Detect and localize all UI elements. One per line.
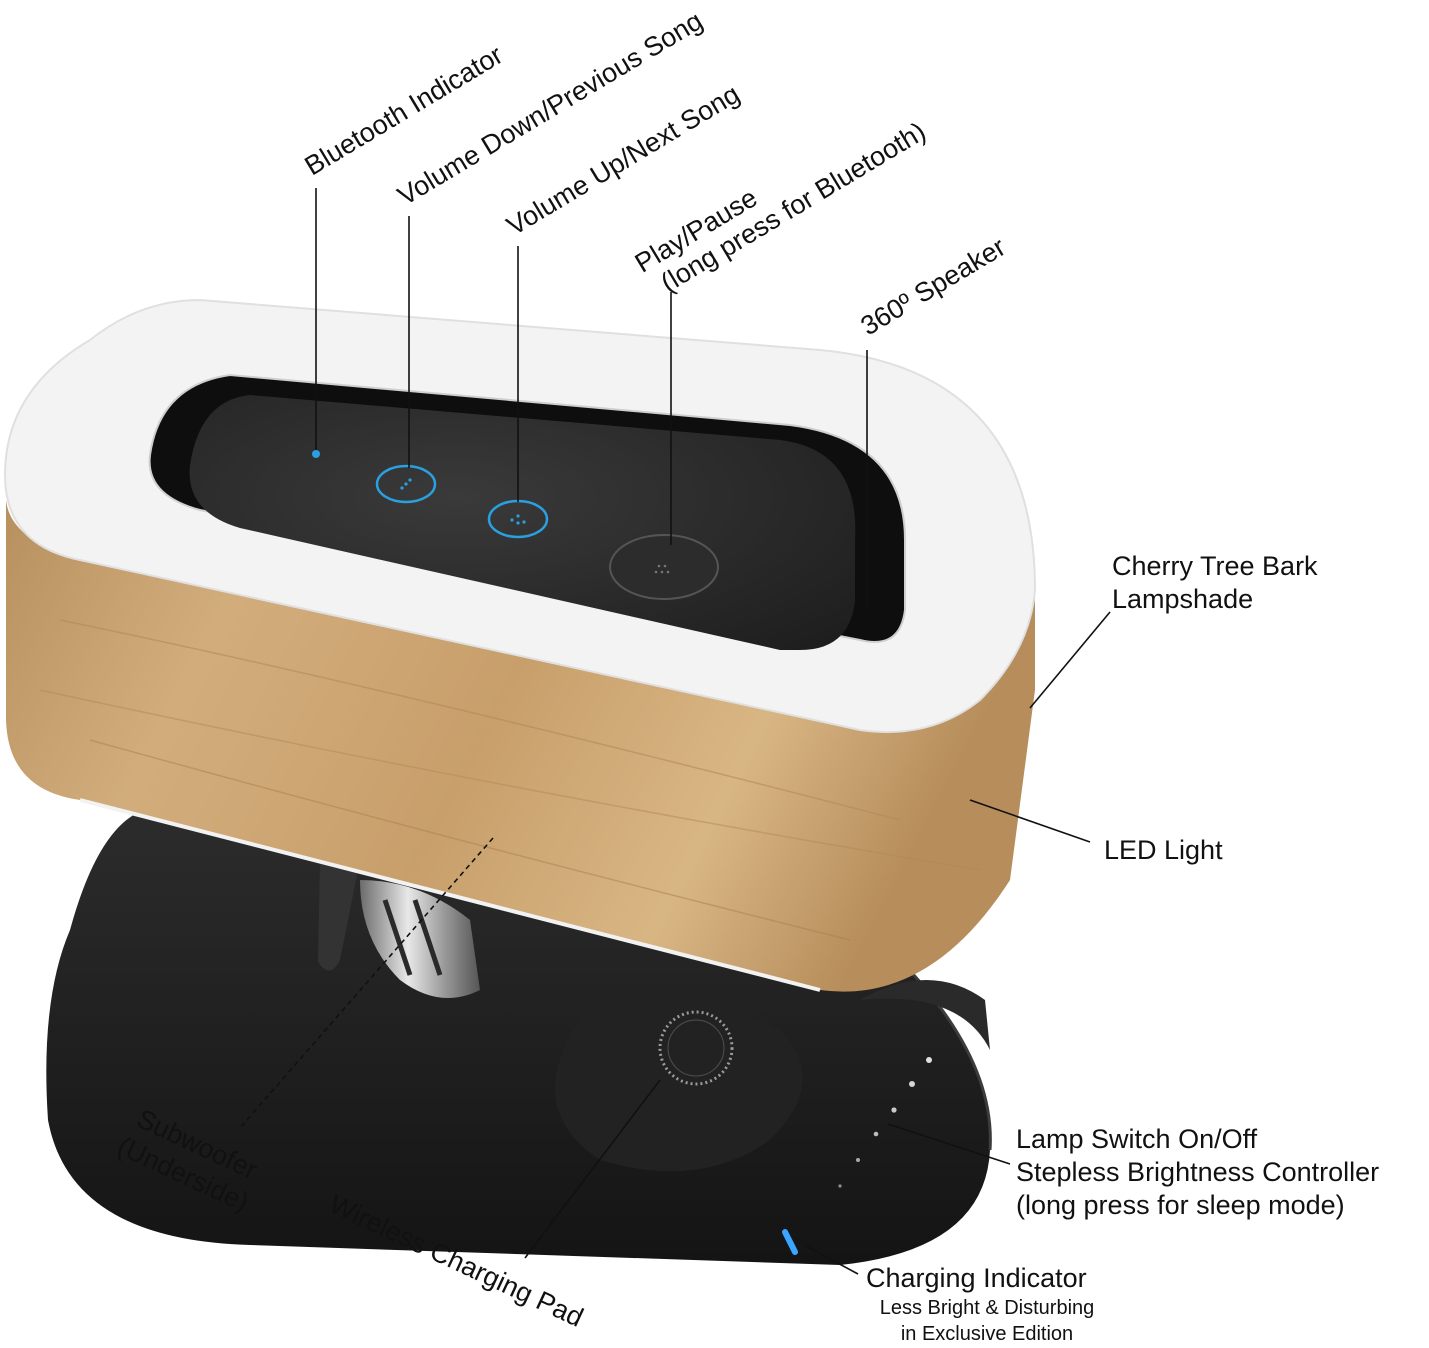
lamp-switch-label-line3: (long press for sleep mode) bbox=[1016, 1190, 1345, 1220]
wireless-charging-icon bbox=[658, 1010, 734, 1086]
charging-indicator-label: Charging Indicator bbox=[866, 1263, 1087, 1293]
charging-note: Less Bright & Disturbing in Exclusive Ed… bbox=[876, 1295, 1098, 1347]
brightness-dots bbox=[838, 1057, 932, 1188]
led-light-strip bbox=[79, 798, 821, 992]
lamp-switch-label-line2: Stepless Brightness Controller bbox=[1016, 1157, 1380, 1187]
leader-lines bbox=[239, 188, 1111, 1275]
lamp-stem bbox=[318, 860, 480, 998]
lamp-switch-label: Lamp Switch On/Off Stepless Brightness C… bbox=[1016, 1123, 1379, 1222]
charging-note-line1: Less Bright & Disturbing bbox=[879, 1297, 1095, 1319]
bluetooth-indicator-led bbox=[312, 450, 320, 458]
charging-note-line2: in Exclusive Edition bbox=[900, 1323, 1074, 1345]
volume-down-icon[interactable] bbox=[375, 464, 437, 504]
play-pause-icon[interactable] bbox=[609, 534, 719, 600]
lampshade bbox=[6, 500, 1035, 992]
lampshade-label-line2: Lampshade bbox=[1112, 584, 1254, 614]
lamp-switch-label-line1: Lamp Switch On/Off bbox=[1016, 1124, 1258, 1154]
lampshade-label-line1: Cherry Tree Bark bbox=[1112, 551, 1318, 581]
wireless-charging-pad bbox=[555, 980, 990, 1172]
lampshade-label: Cherry Tree Bark Lampshade bbox=[1112, 550, 1318, 616]
led-light-label: LED Light bbox=[1104, 835, 1223, 865]
charging-indicator-led bbox=[782, 1229, 798, 1255]
